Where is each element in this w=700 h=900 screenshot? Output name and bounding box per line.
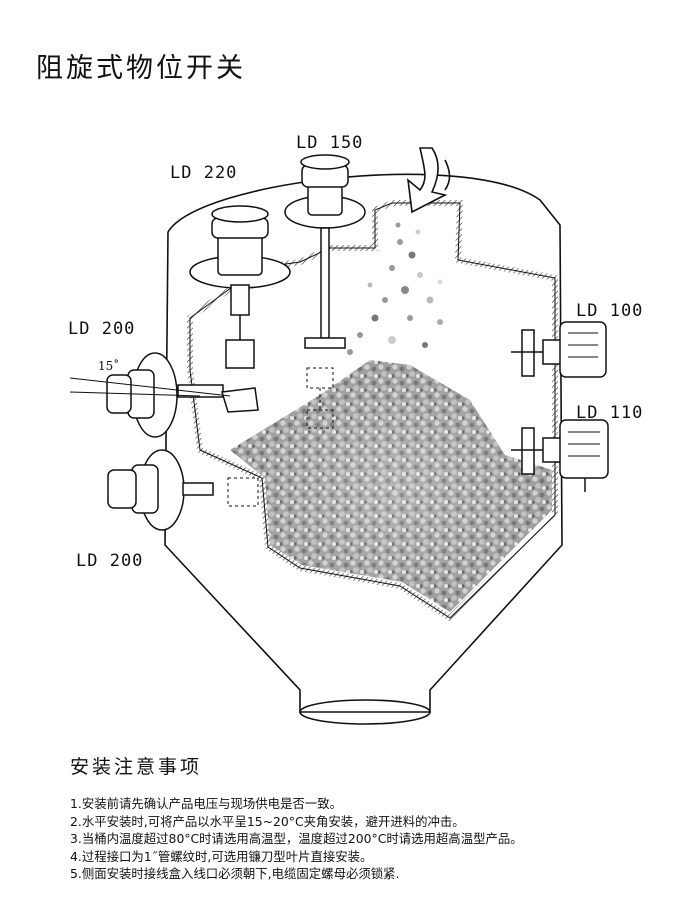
switch-ld110 (511, 419, 609, 492)
note-item: 5.侧面安装时接线盒入线口必须朝下,电缆固定螺母必须锁紧. (70, 866, 400, 881)
model-label-ld100: LD 100 (576, 301, 643, 321)
bulk-material-pile (230, 360, 552, 612)
switch-ld100 (511, 321, 607, 378)
model-label-ld220: LD 220 (170, 163, 237, 183)
model-label-ld200-bottom: LD 200 (76, 551, 143, 571)
silo-installation-diagram: 15˚ LD 220 LD 150 LD 100 LD 110 LD 200 L… (68, 133, 643, 725)
switch-ld200-lower (107, 449, 214, 531)
switch-ld200-angled (69, 352, 259, 438)
switch-ld150-dashed-vane (306, 367, 334, 429)
model-label-ld110: LD 110 (576, 403, 643, 423)
note-item: 4.过程接口为1˝管螺纹时,可选用镰刀型叶片直接安装。 (70, 848, 373, 864)
page-title: 阻旋式物位开关 (36, 53, 246, 84)
switch-ld220 (189, 205, 291, 369)
feed-inlet-arrow (406, 147, 451, 214)
model-label-ld150: LD 150 (296, 133, 363, 153)
installation-notes-title: 安装注意事项 (70, 756, 203, 778)
installation-angle-label: 15˚ (98, 358, 119, 373)
falling-material (347, 222, 443, 355)
model-label-ld200-top: LD 200 (68, 319, 135, 339)
installation-notes-list: 1.安装前请先确认产品电压与现场供电是否一致。 2.水平安装时,可将产品以水平呈… (70, 795, 523, 883)
switch-ld200-lower-dashed-vane (227, 477, 259, 507)
switch-ld150 (284, 154, 366, 349)
silo-inner-wall (187, 200, 558, 622)
note-item: 3.当桶内温度超过80°C时请选用高温型，温度超过200°C时请选用超高温型产品… (70, 831, 523, 846)
note-item: 2.水平安装时,可将产品以水平呈15~20°C夹角安装，避开进料的冲击。 (70, 813, 465, 829)
note-item: 1.安装前请先确认产品电压与现场供电是否一致。 (70, 796, 343, 811)
